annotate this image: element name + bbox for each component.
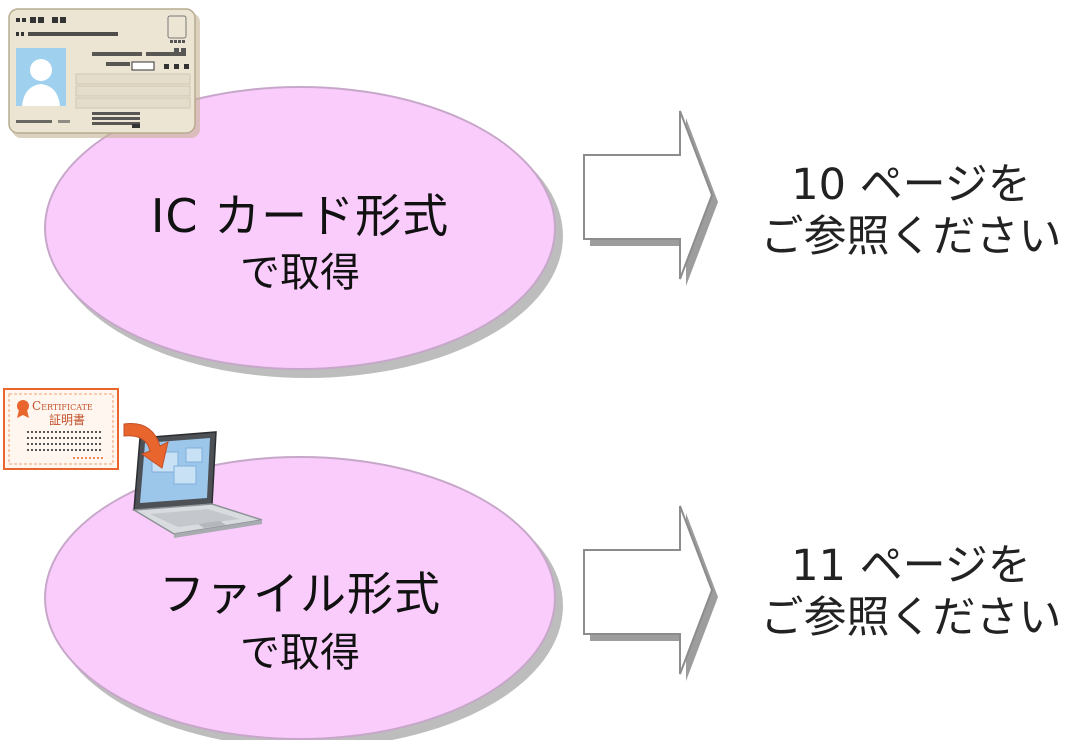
curved-arrow-icon	[123, 422, 169, 469]
page-reference-10: 10 ページを ご参照ください	[756, 159, 1066, 263]
ic-card-title: IC カード形式	[150, 189, 450, 243]
arrow-right-icon	[583, 505, 718, 681]
ref-line-1: 10 ページを	[791, 160, 1031, 210]
ref-line-1: 11 ページを	[791, 541, 1031, 591]
certificate-icon: Certificate 証明書	[3, 388, 119, 470]
arrow-right-icon	[583, 110, 718, 286]
certificate-japanese: 証明書	[49, 413, 85, 427]
certificate-heading: Certificate	[32, 399, 93, 413]
file-title: ファイル形式	[159, 567, 441, 621]
ic-card-subtitle: で取得	[240, 250, 360, 296]
ref-line-2: ご参照ください	[760, 212, 1062, 262]
ref-line-2: ご参照ください	[760, 593, 1062, 643]
file-oval: ファイル形式 で取得	[44, 456, 556, 740]
id-card-icon	[8, 8, 200, 138]
file-subtitle: で取得	[240, 630, 360, 676]
page-reference-11: 11 ページを ご参照ください	[756, 540, 1066, 644]
